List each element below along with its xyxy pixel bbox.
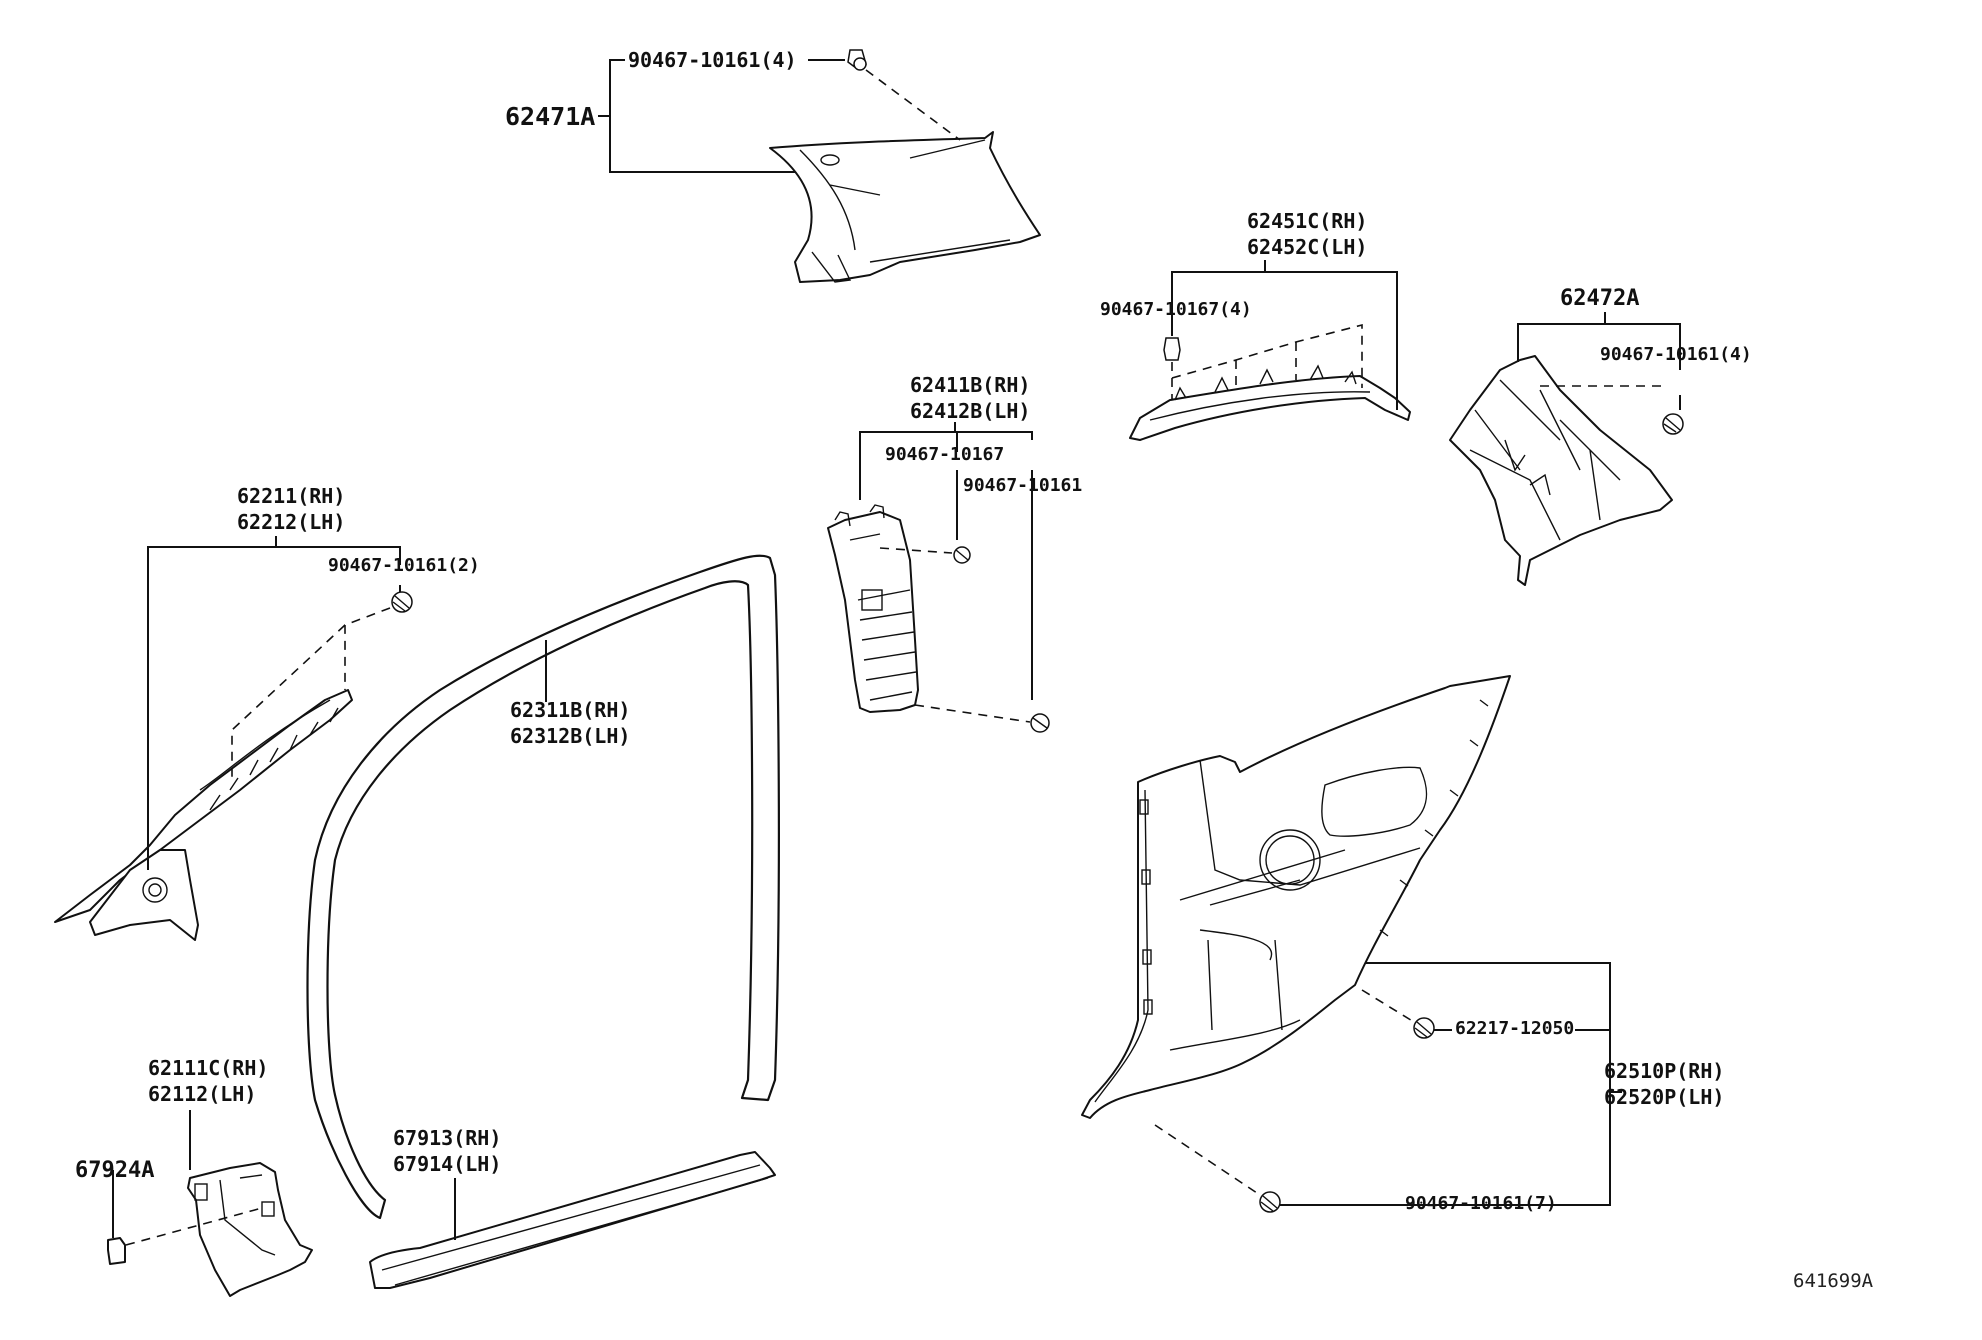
leader-62471a	[609, 59, 625, 116]
clip-90467-10161-icon	[1662, 413, 1684, 435]
part-62472a-drawing[interactable]	[1449, 355, 1673, 586]
clip-90467-10167-icon	[1163, 337, 1181, 361]
leader-62472a	[1517, 323, 1681, 370]
leader-62471a-bottom	[609, 116, 795, 173]
label-62112-lh: 62112(LH)	[148, 1082, 257, 1106]
label-62111c[interactable]: 62111C(RH) 62112(LH)	[148, 1055, 268, 1107]
part-67913-drawing[interactable]	[369, 1151, 776, 1289]
clip-90467-10161-icon	[1259, 1191, 1281, 1213]
part-62411b-drawing[interactable]	[827, 504, 919, 713]
label-62211-clip[interactable]: 90467-10161(2)	[328, 555, 480, 576]
part-62211-drawing[interactable]	[54, 689, 353, 941]
leader-62211	[147, 546, 401, 870]
clip-90467-10161-icon	[1030, 713, 1050, 733]
leader-62510p	[1270, 962, 1611, 1206]
label-62111c-rh: 62111C(RH)	[148, 1056, 269, 1080]
part-62451c-drawing[interactable]	[1129, 364, 1411, 441]
label-67924a[interactable]: 67924A	[75, 1158, 155, 1183]
label-62510p[interactable]: 62510P(RH) 62520P(LH)	[1604, 1058, 1724, 1110]
part-67924a-drawing[interactable]	[107, 1237, 126, 1265]
label-62411b-clip1[interactable]: 90467-10167	[885, 444, 1005, 465]
clip-62217-12050-icon	[1413, 1017, 1435, 1039]
label-62510p-clip2[interactable]: 90467-10161(7)	[1405, 1193, 1557, 1214]
diagram-reference-code: 641699A	[1793, 1270, 1874, 1292]
label-62472a[interactable]: 62472A	[1560, 286, 1640, 311]
label-62452c-lh: 62452C(LH)	[1247, 235, 1368, 259]
part-62111c-drawing[interactable]	[187, 1162, 313, 1297]
leader-62451c	[1171, 271, 1398, 410]
part-62510p-drawing[interactable]	[1081, 675, 1511, 1119]
clip-90467-10167-icon	[953, 546, 971, 564]
label-67913[interactable]: 67913(RH) 67914(LH)	[393, 1125, 501, 1177]
label-62510p-rh: 62510P(RH)	[1604, 1059, 1725, 1083]
label-62411b-rh: 62411B(RH)	[910, 373, 1031, 397]
label-62312b-lh: 62312B(LH)	[510, 724, 631, 748]
part-62471a-drawing[interactable]	[769, 131, 1041, 283]
leader-62411b	[859, 431, 1033, 500]
label-67914-lh: 67914(LH)	[393, 1152, 502, 1176]
label-62311b-rh: 62311B(RH)	[510, 698, 631, 722]
label-62451c-clip[interactable]: 90467-10167(4)	[1100, 299, 1252, 320]
label-62471a[interactable]: 62471A	[505, 102, 596, 131]
part-62311b-drawing[interactable]	[306, 554, 780, 1220]
label-62211-rh: 62211(RH)	[237, 484, 346, 508]
label-62472a-clip[interactable]: 90467-10161(4)	[1600, 344, 1752, 365]
clip-90467-10161-icon	[391, 591, 413, 613]
label-62412b-lh: 62412B(LH)	[910, 399, 1031, 423]
label-62451c[interactable]: 62451C(RH) 62452C(LH)	[1247, 208, 1367, 260]
label-62411b-clip2[interactable]: 90467-10161	[963, 475, 1083, 496]
label-62211[interactable]: 62211(RH) 62212(LH)	[237, 483, 345, 535]
label-62311b[interactable]: 62311B(RH) 62312B(LH)	[510, 697, 630, 749]
label-67913-rh: 67913(RH)	[393, 1126, 502, 1150]
label-62520p-lh: 62520P(LH)	[1604, 1085, 1725, 1109]
label-62212-lh: 62212(LH)	[237, 510, 346, 534]
label-62451c-rh: 62451C(RH)	[1247, 209, 1368, 233]
clip-90467-10161-icon	[847, 49, 867, 71]
label-62411b[interactable]: 62411B(RH) 62412B(LH)	[910, 372, 1030, 424]
label-62510p-clip1[interactable]: 62217-12050	[1455, 1018, 1575, 1039]
label-62471a-clip[interactable]: 90467-10161(4)	[628, 48, 797, 72]
